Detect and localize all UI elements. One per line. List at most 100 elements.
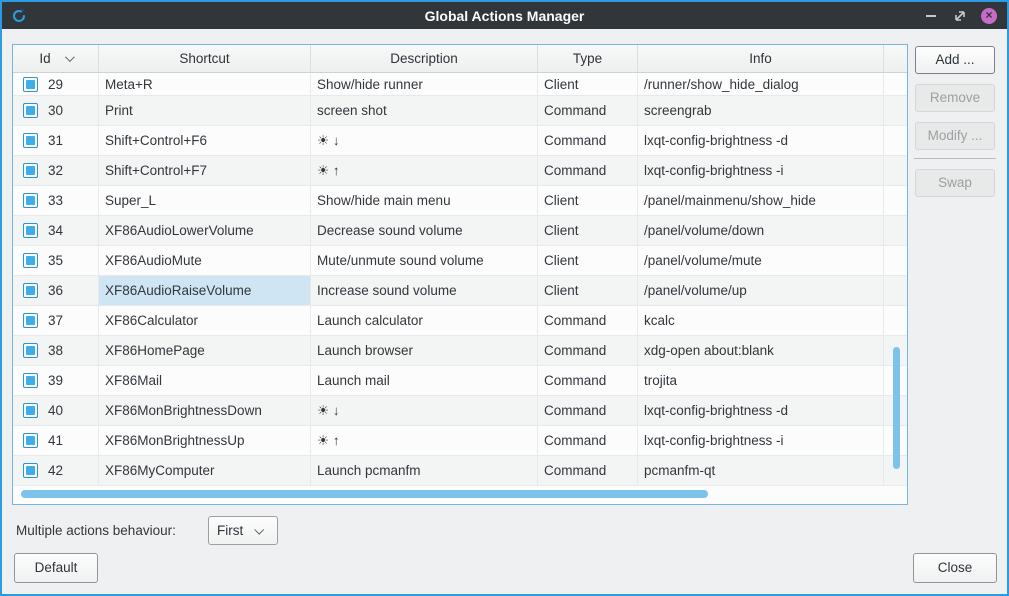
description-cell[interactable]: Mute/unmute sound volume: [311, 246, 538, 275]
shortcut-cell[interactable]: Meta+R: [99, 73, 311, 95]
info-cell[interactable]: /panel/volume/down: [638, 216, 884, 245]
table-row[interactable]: 29 Meta+R Show/hide runner Client /runne…: [13, 73, 907, 96]
id-cell[interactable]: 36: [13, 276, 99, 305]
info-cell[interactable]: screengrab: [638, 96, 884, 125]
type-cell[interactable]: Command: [538, 456, 638, 485]
type-cell[interactable]: Client: [538, 246, 638, 275]
row-checkbox[interactable]: [23, 343, 38, 358]
column-header-description[interactable]: Description: [311, 45, 538, 72]
table-row[interactable]: 37 XF86Calculator Launch calculator Comm…: [13, 306, 907, 336]
info-cell[interactable]: lxqt-config-brightness -i: [638, 426, 884, 455]
info-cell[interactable]: pcmanfm-qt: [638, 456, 884, 485]
shortcut-cell[interactable]: XF86MyComputer: [99, 456, 311, 485]
close-button[interactable]: Close: [913, 553, 997, 583]
shortcut-cell[interactable]: Super_L: [99, 186, 311, 215]
description-cell[interactable]: Launch mail: [311, 366, 538, 395]
behaviour-select[interactable]: First: [208, 516, 278, 545]
close-icon[interactable]: ×: [981, 7, 997, 24]
row-checkbox[interactable]: [23, 373, 38, 388]
type-cell[interactable]: Client: [538, 276, 638, 305]
id-cell[interactable]: 33: [13, 186, 99, 215]
id-cell[interactable]: 35: [13, 246, 99, 275]
row-checkbox[interactable]: [23, 163, 38, 178]
add-button[interactable]: Add ...: [915, 46, 995, 74]
description-cell[interactable]: ☀ ↓: [311, 396, 538, 425]
row-checkbox[interactable]: [23, 133, 38, 148]
type-cell[interactable]: Command: [538, 336, 638, 365]
row-checkbox[interactable]: [23, 283, 38, 298]
id-cell[interactable]: 38: [13, 336, 99, 365]
row-checkbox[interactable]: [23, 193, 38, 208]
vertical-scrollbar[interactable]: [893, 347, 900, 469]
shortcut-cell[interactable]: XF86HomePage: [99, 336, 311, 365]
description-cell[interactable]: Increase sound volume: [311, 276, 538, 305]
id-cell[interactable]: 39: [13, 366, 99, 395]
table-row[interactable]: 38 XF86HomePage Launch browser Command x…: [13, 336, 907, 366]
type-cell[interactable]: Command: [538, 156, 638, 185]
column-header-type[interactable]: Type: [538, 45, 638, 72]
horizontal-scrollbar[interactable]: [21, 490, 708, 498]
info-cell[interactable]: xdg-open about:blank: [638, 336, 884, 365]
table-row[interactable]: 36 XF86AudioRaiseVolume Increase sound v…: [13, 276, 907, 306]
shortcut-cell[interactable]: XF86Mail: [99, 366, 311, 395]
type-cell[interactable]: Client: [538, 73, 638, 95]
description-cell[interactable]: ☀ ↓: [311, 126, 538, 155]
info-cell[interactable]: trojita: [638, 366, 884, 395]
info-cell[interactable]: /runner/show_hide_dialog: [638, 73, 884, 95]
minimize-icon[interactable]: [923, 8, 939, 24]
column-header-shortcut[interactable]: Shortcut: [99, 45, 311, 72]
table-row[interactable]: 32 Shift+Control+F7 ☀ ↑ Command lxqt-con…: [13, 156, 907, 186]
info-cell[interactable]: lxqt-config-brightness -d: [638, 126, 884, 155]
table-row[interactable]: 31 Shift+Control+F6 ☀ ↓ Command lxqt-con…: [13, 126, 907, 156]
id-cell[interactable]: 29: [13, 73, 99, 95]
info-cell[interactable]: /panel/mainmenu/show_hide: [638, 186, 884, 215]
type-cell[interactable]: Command: [538, 396, 638, 425]
row-checkbox[interactable]: [23, 76, 38, 92]
description-cell[interactable]: Launch calculator: [311, 306, 538, 335]
description-cell[interactable]: Show/hide main menu: [311, 186, 538, 215]
shortcut-cell[interactable]: XF86AudioMute: [99, 246, 311, 275]
description-cell[interactable]: screen shot: [311, 96, 538, 125]
id-cell[interactable]: 42: [13, 456, 99, 485]
id-cell[interactable]: 30: [13, 96, 99, 125]
type-cell[interactable]: Client: [538, 186, 638, 215]
shortcut-cell[interactable]: XF86MonBrightnessDown: [99, 396, 311, 425]
description-cell[interactable]: Show/hide runner: [311, 73, 538, 95]
column-header-id[interactable]: Id: [13, 45, 99, 72]
table-row[interactable]: 30 Print screen shot Command screengrab: [13, 96, 907, 126]
shortcut-cell[interactable]: Shift+Control+F7: [99, 156, 311, 185]
type-cell[interactable]: Command: [538, 426, 638, 455]
default-button[interactable]: Default: [14, 553, 98, 583]
table-row[interactable]: 34 XF86AudioLowerVolume Decrease sound v…: [13, 216, 907, 246]
description-cell[interactable]: ☀ ↑: [311, 426, 538, 455]
type-cell[interactable]: Command: [538, 126, 638, 155]
description-cell[interactable]: Decrease sound volume: [311, 216, 538, 245]
swap-button[interactable]: Swap: [915, 169, 995, 197]
description-cell[interactable]: Launch browser: [311, 336, 538, 365]
id-cell[interactable]: 31: [13, 126, 99, 155]
info-cell[interactable]: lxqt-config-brightness -d: [638, 396, 884, 425]
table-row[interactable]: 42 XF86MyComputer Launch pcmanfm Command…: [13, 456, 907, 486]
type-cell[interactable]: Command: [538, 366, 638, 395]
description-cell[interactable]: Launch pcmanfm: [311, 456, 538, 485]
table-row[interactable]: 40 XF86MonBrightnessDown ☀ ↓ Command lxq…: [13, 396, 907, 426]
table-row[interactable]: 41 XF86MonBrightnessUp ☀ ↑ Command lxqt-…: [13, 426, 907, 456]
shortcut-cell[interactable]: XF86MonBrightnessUp: [99, 426, 311, 455]
id-cell[interactable]: 40: [13, 396, 99, 425]
table-row[interactable]: 35 XF86AudioMute Mute/unmute sound volum…: [13, 246, 907, 276]
row-checkbox[interactable]: [23, 313, 38, 328]
table-row[interactable]: 33 Super_L Show/hide main menu Client /p…: [13, 186, 907, 216]
row-checkbox[interactable]: [23, 433, 38, 448]
type-cell[interactable]: Command: [538, 306, 638, 335]
row-checkbox[interactable]: [23, 253, 38, 268]
shortcut-cell[interactable]: XF86AudioRaiseVolume: [99, 276, 311, 305]
id-cell[interactable]: 37: [13, 306, 99, 335]
type-cell[interactable]: Client: [538, 216, 638, 245]
id-cell[interactable]: 32: [13, 156, 99, 185]
column-header-info[interactable]: Info: [638, 45, 884, 72]
info-cell[interactable]: lxqt-config-brightness -i: [638, 156, 884, 185]
shortcut-cell[interactable]: Print: [99, 96, 311, 125]
row-checkbox[interactable]: [23, 463, 38, 478]
shortcut-cell[interactable]: XF86Calculator: [99, 306, 311, 335]
row-checkbox[interactable]: [23, 403, 38, 418]
